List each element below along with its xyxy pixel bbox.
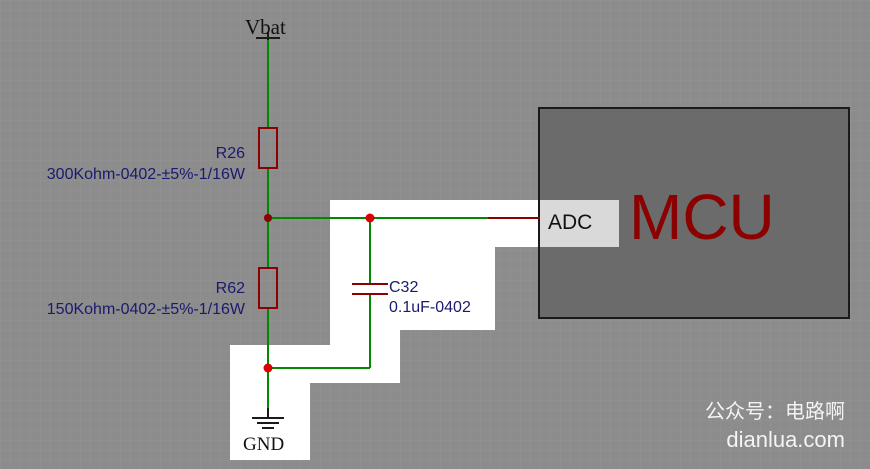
r62-ref: R62 xyxy=(216,280,245,297)
junction-dot-cap-top xyxy=(365,213,375,223)
r62-value: 150Kohm-0402-±5%-1/16W xyxy=(47,301,246,318)
c32-ref: C32 xyxy=(389,279,418,296)
resistor-r26: R26 300Kohm-0402-±5%-1/16W xyxy=(47,127,278,183)
adc-pin-label: ADC xyxy=(548,211,592,234)
watermark-line2: dianlua.com xyxy=(726,427,845,452)
adc-pin-box xyxy=(540,200,619,247)
watermark-line1: 公众号：电路啊 xyxy=(705,400,845,423)
highlight-region xyxy=(230,200,620,460)
c32-value: 0.1uF-0402 xyxy=(389,299,471,316)
vbat-label: Vbat xyxy=(245,15,286,39)
resistor-r62: R62 150Kohm-0402-±5%-1/16W xyxy=(47,267,278,318)
junction-dot-gnd xyxy=(263,363,273,373)
wires xyxy=(267,40,490,410)
ground-symbol xyxy=(252,408,284,429)
gnd-label: GND xyxy=(243,434,284,455)
junction-dot-divider xyxy=(264,214,272,222)
vbat-power-symbol: Vbat xyxy=(245,15,286,40)
r26-ref: R26 xyxy=(216,145,245,162)
r26-value: 300Kohm-0402-±5%-1/16W xyxy=(47,166,246,183)
mcu-label: MCU xyxy=(629,181,775,253)
capacitor-c32: C32 0.1uF-0402 xyxy=(352,279,471,316)
